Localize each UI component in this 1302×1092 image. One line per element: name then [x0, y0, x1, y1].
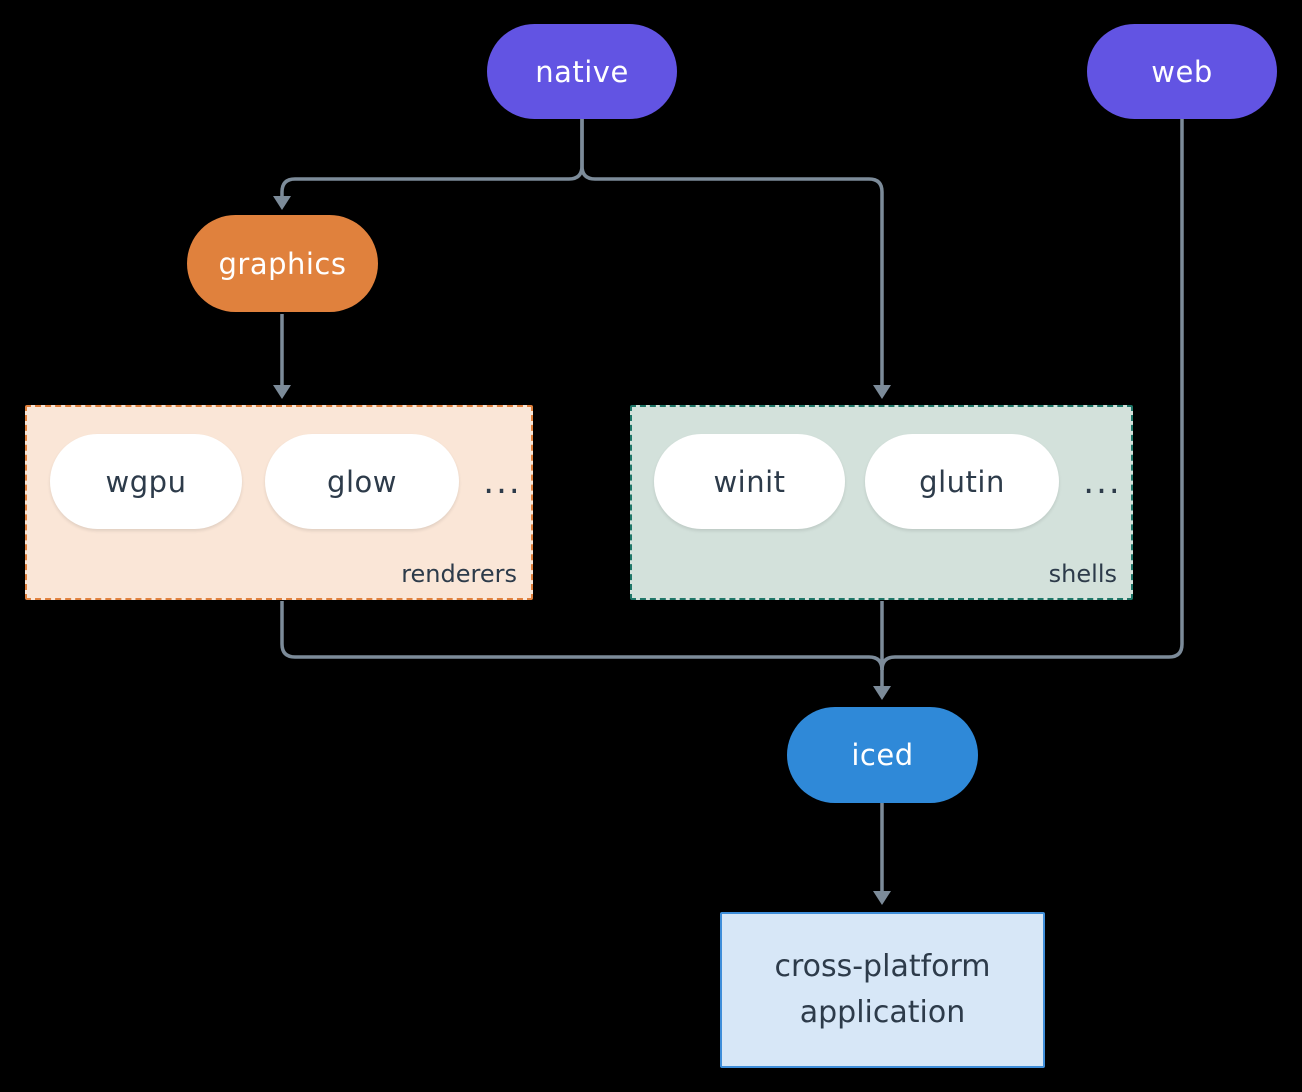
node-app-label: cross-platform application	[774, 948, 991, 1031]
node-web-label: web	[1151, 54, 1213, 89]
node-iced: iced	[787, 707, 978, 803]
shells-ellipsis: ...	[1083, 461, 1122, 502]
node-native-label: native	[535, 54, 629, 89]
arrowhead-renderers	[273, 385, 291, 399]
node-iced-label: iced	[851, 738, 914, 772]
edge-renderers-iced	[280, 601, 884, 671]
node-glow: glow	[265, 434, 459, 529]
node-glutin-label: glutin	[919, 464, 1005, 499]
node-native: native	[487, 24, 677, 119]
group-label-shells: shells	[1048, 560, 1117, 588]
group-renderers: wgpu glow ... renderers	[25, 405, 533, 600]
node-winit: winit	[654, 434, 845, 529]
node-cross-platform-application: cross-platform application	[720, 912, 1045, 1068]
node-graphics: graphics	[187, 215, 378, 312]
node-wgpu-label: wgpu	[105, 464, 187, 499]
arrowhead-shells	[873, 385, 891, 399]
group-label-renderers: renderers	[401, 560, 517, 588]
node-glutin: glutin	[865, 434, 1059, 529]
arrowhead-app	[873, 891, 891, 905]
arrowhead-iced	[873, 686, 891, 700]
arrowhead-graphics	[273, 196, 291, 210]
node-glow-label: glow	[327, 464, 397, 499]
edge-native-graphics	[280, 119, 584, 196]
node-wgpu: wgpu	[50, 434, 242, 529]
edge-native-shells	[580, 119, 884, 385]
node-graphics-label: graphics	[218, 246, 347, 281]
group-shells: winit glutin ... shells	[630, 405, 1133, 600]
node-winit-label: winit	[713, 464, 786, 499]
node-web: web	[1087, 24, 1277, 119]
renderers-ellipsis: ...	[483, 461, 522, 502]
